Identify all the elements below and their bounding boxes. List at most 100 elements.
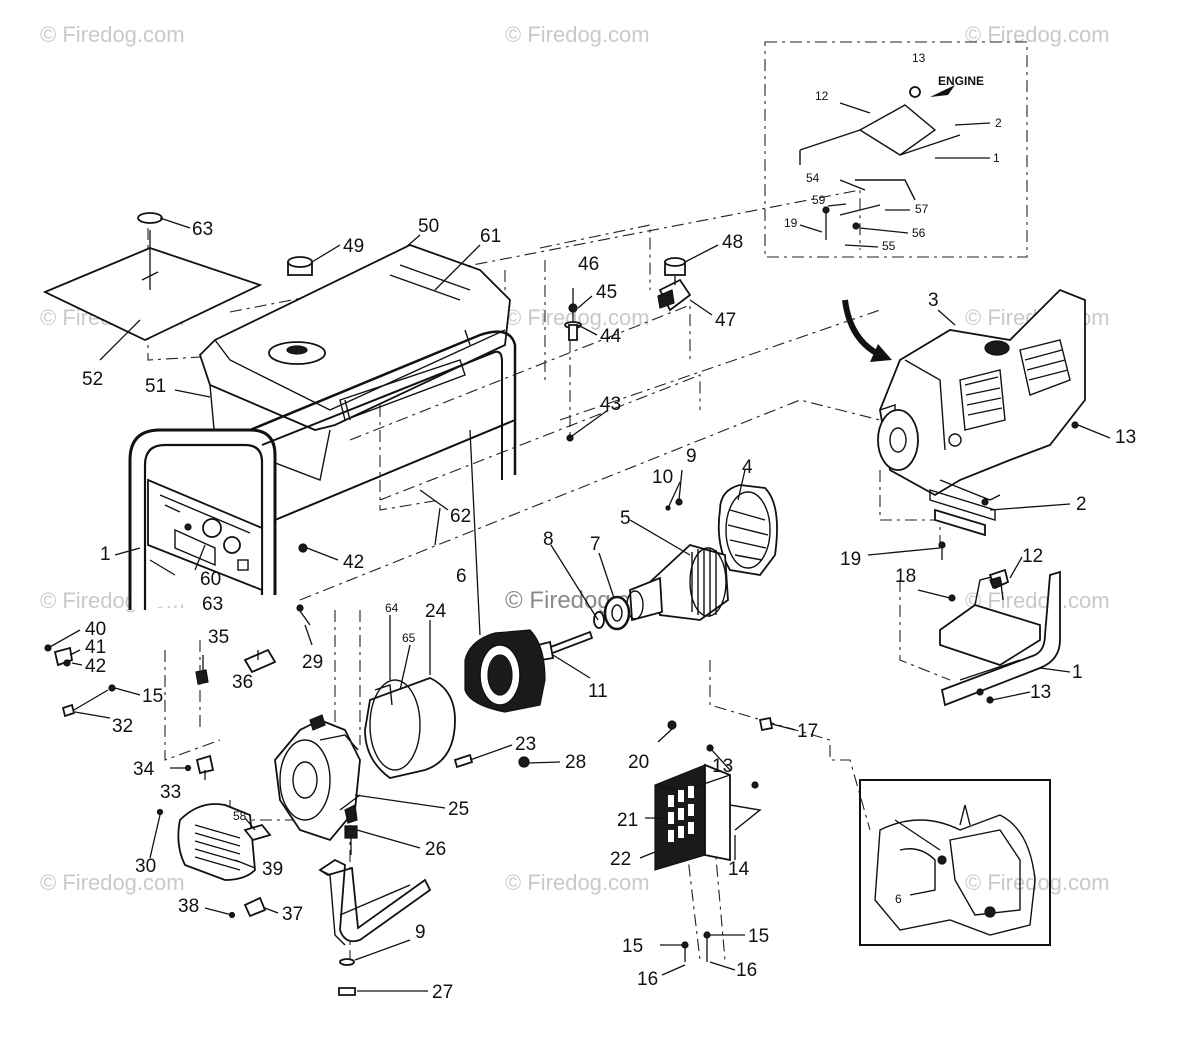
callout-24: 24 — [425, 601, 447, 622]
callout-14: 14 — [728, 859, 750, 880]
inset-border — [859, 779, 1051, 946]
inset-callout: 1 — [993, 151, 1000, 165]
callout-45: 45 — [596, 282, 617, 303]
callout-62: 62 — [450, 506, 471, 527]
curved-arrow — [842, 299, 882, 358]
callout-3: 3 — [928, 290, 939, 311]
washer — [339, 958, 355, 966]
inset-engine-detail: 6 — [859, 779, 1051, 946]
callout-26: 26 — [425, 839, 446, 860]
callout-40: 40 — [85, 619, 106, 640]
callout-60: 60 — [200, 569, 221, 590]
callout-4: 4 — [742, 457, 753, 478]
washer — [593, 611, 605, 629]
callout-23: 23 — [515, 734, 536, 755]
callout-36: 36 — [232, 672, 253, 693]
callout-20: 20 — [628, 752, 649, 773]
callout-48: 48 — [722, 232, 743, 253]
inset-washer — [852, 222, 860, 230]
watermark: © Firedog.com — [505, 22, 650, 47]
callout-44: 44 — [600, 326, 622, 347]
callout-25: 25 — [448, 799, 469, 820]
callout-8: 8 — [543, 529, 554, 550]
callout-32: 32 — [112, 716, 133, 737]
callout-11: 11 — [588, 681, 608, 702]
mount-bolt — [344, 825, 358, 855]
callout-9: 9 — [686, 446, 697, 467]
engine — [877, 288, 1086, 521]
callout-42: 42 — [85, 656, 106, 677]
left-small-parts — [44, 421, 1079, 919]
through-bolt — [536, 630, 594, 662]
watermark: © Firedog.com — [965, 870, 1110, 895]
inset-callout: 56 — [912, 226, 926, 240]
leader-lines — [47, 217, 1111, 992]
watermark: © Firedog.com — [965, 22, 1110, 47]
callout-12: 12 — [1022, 546, 1043, 567]
inset-callout: 12 — [815, 89, 829, 103]
callout-65: 65 — [402, 631, 416, 645]
callout-5: 5 — [620, 508, 631, 529]
callout-19: 19 — [840, 549, 861, 570]
clip-part — [988, 568, 1010, 590]
callout-49: 49 — [343, 236, 364, 257]
inset-callout: 57 — [915, 202, 929, 216]
alternator-fan — [717, 484, 778, 576]
mount-bracket — [858, 104, 937, 156]
bolt-stack — [564, 288, 582, 341]
stator-shroud — [364, 677, 456, 779]
inset-engine-label: ENGINE — [938, 74, 984, 88]
inset-callout: 13 — [912, 51, 926, 65]
inset-callout: 55 — [882, 239, 896, 253]
callout-17: 17 — [797, 721, 818, 742]
callout-35: 35 — [208, 627, 229, 648]
stator — [464, 629, 546, 713]
callout-13: 13 — [1030, 682, 1051, 703]
callout-15: 15 — [142, 686, 163, 707]
callout-43: 43 — [600, 394, 621, 415]
callout-16: 16 — [637, 969, 658, 990]
inset-screw — [822, 206, 830, 214]
callout-39: 39 — [262, 859, 283, 880]
callout-58: 58 — [233, 809, 247, 823]
callout-6: 6 — [456, 566, 467, 587]
callout-13: 13 — [712, 756, 733, 777]
nut — [338, 987, 356, 996]
bearing — [603, 595, 631, 631]
fuel-tank — [198, 244, 511, 481]
callout-34: 34 — [133, 759, 155, 780]
watermark: © Firedog.com — [40, 870, 185, 895]
callout-27: 27 — [432, 982, 453, 1003]
callout-61: 61 — [480, 226, 501, 247]
small-bracket — [243, 823, 272, 842]
callout-16: 16 — [736, 960, 757, 981]
arrow-icon — [930, 85, 955, 97]
watermark: © Firedog.com — [505, 870, 650, 895]
callout-2: 2 — [1076, 494, 1087, 515]
callout-52: 52 — [82, 369, 103, 390]
callout-13: 13 — [1115, 427, 1136, 448]
mount-rail — [799, 129, 961, 165]
callout-41: 41 — [85, 637, 106, 658]
inset-callout: 19 — [784, 216, 798, 230]
inset-callout: 54 — [806, 171, 820, 185]
callout-63: 63 — [192, 219, 213, 240]
inset-border — [764, 41, 1028, 258]
callout-21: 21 — [617, 810, 638, 831]
base-plate — [939, 570, 1061, 707]
callout-22: 22 — [610, 849, 631, 870]
callout-9: 9 — [415, 922, 426, 943]
callout-7: 7 — [590, 534, 601, 555]
callout-10: 10 — [652, 467, 673, 488]
callout-47: 47 — [715, 310, 736, 331]
inset-engine-mount: ENGINE 13 12 2 1 54 59 57 19 56 55 — [764, 41, 1028, 258]
watermark: © Firedog.com — [40, 22, 185, 47]
inset-callout: 59 — [812, 193, 826, 207]
callout-63: 63 — [202, 594, 223, 615]
callout-labels: 63 50 49 61 48 46 45 44 47 52 51 43 3 13… — [82, 216, 1136, 1003]
fuel-cap — [287, 256, 313, 276]
callout-1: 1 — [100, 544, 111, 565]
bearing-carrier — [274, 714, 361, 842]
inset-leader-lines — [799, 102, 991, 248]
